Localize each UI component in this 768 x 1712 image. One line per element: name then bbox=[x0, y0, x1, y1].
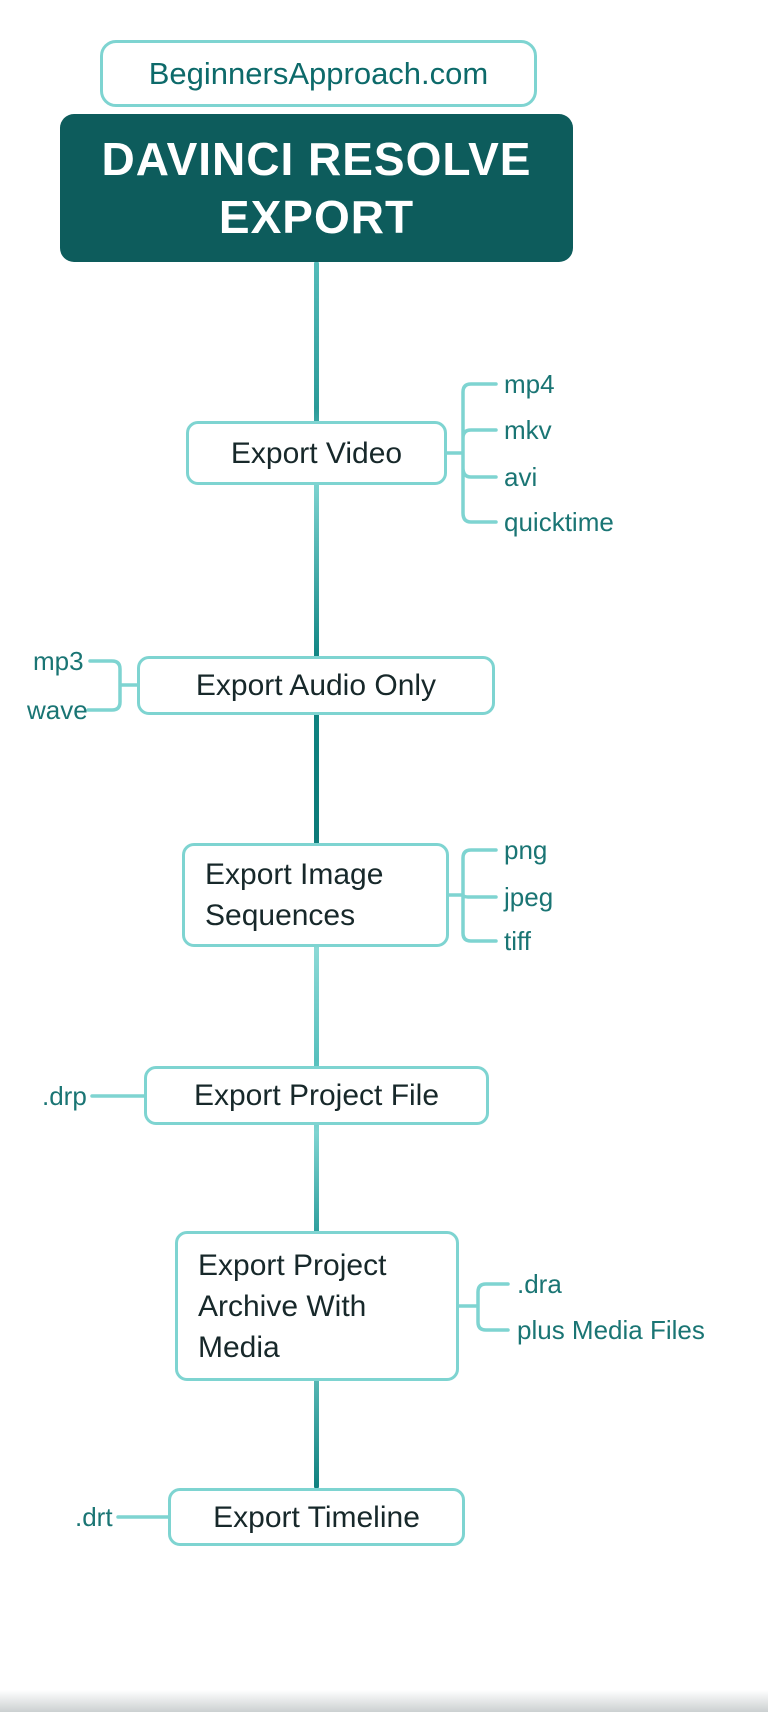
node-label: Export Video bbox=[230, 436, 403, 470]
format-label-mkv: mkv bbox=[504, 415, 552, 445]
connector-export-image-sequences bbox=[447, 848, 498, 943]
format-label-dra: .dra bbox=[517, 1269, 562, 1299]
node-label: Export Project Archive With Media bbox=[198, 1248, 387, 1364]
node-export-project-file: Export Project File bbox=[144, 1066, 489, 1125]
format-label-drp: .drp bbox=[42, 1081, 87, 1111]
format-label-mp3: mp3 bbox=[33, 646, 84, 676]
connector-export-project-archive bbox=[457, 1282, 510, 1332]
site-badge: BeginnersApproach.com bbox=[100, 40, 537, 107]
title-line-1: DAVINCI RESOLVE bbox=[101, 133, 532, 185]
format-label-tiff: tiff bbox=[504, 926, 531, 956]
node-label: Export Audio Only bbox=[195, 669, 437, 702]
node-export-image-sequences: Export Image Sequences bbox=[182, 843, 449, 947]
node-export-project-archive: Export Project Archive With Media bbox=[175, 1231, 459, 1381]
node-label: Export Timeline bbox=[213, 1500, 420, 1534]
format-label-wave: wave bbox=[27, 695, 88, 725]
format-label-avi: avi bbox=[504, 462, 538, 492]
format-label-png: png bbox=[504, 835, 548, 865]
format-label-drt: .drt bbox=[75, 1502, 113, 1532]
format-label-quicktime: quicktime bbox=[504, 507, 614, 537]
connector-export-video bbox=[445, 382, 498, 524]
bottom-fade bbox=[0, 1690, 768, 1712]
node-export-video: Export Video bbox=[186, 421, 447, 485]
title-box: DAVINCI RESOLVE EXPORT bbox=[60, 114, 573, 262]
format-label-jpeg: jpeg bbox=[504, 882, 554, 912]
connector-export-audio bbox=[86, 659, 139, 712]
title-line-2: EXPORT bbox=[218, 191, 415, 243]
node-label: Export Project File bbox=[193, 1079, 440, 1112]
node-export-audio-only: Export Audio Only bbox=[137, 656, 495, 715]
format-label-mp4: mp4 bbox=[504, 369, 555, 399]
site-badge-label: BeginnersApproach.com bbox=[148, 55, 489, 91]
format-label-plus-media-files: plus Media Files bbox=[517, 1315, 705, 1345]
node-label: Export Image Sequences bbox=[205, 858, 384, 932]
node-export-timeline: Export Timeline bbox=[168, 1488, 465, 1546]
